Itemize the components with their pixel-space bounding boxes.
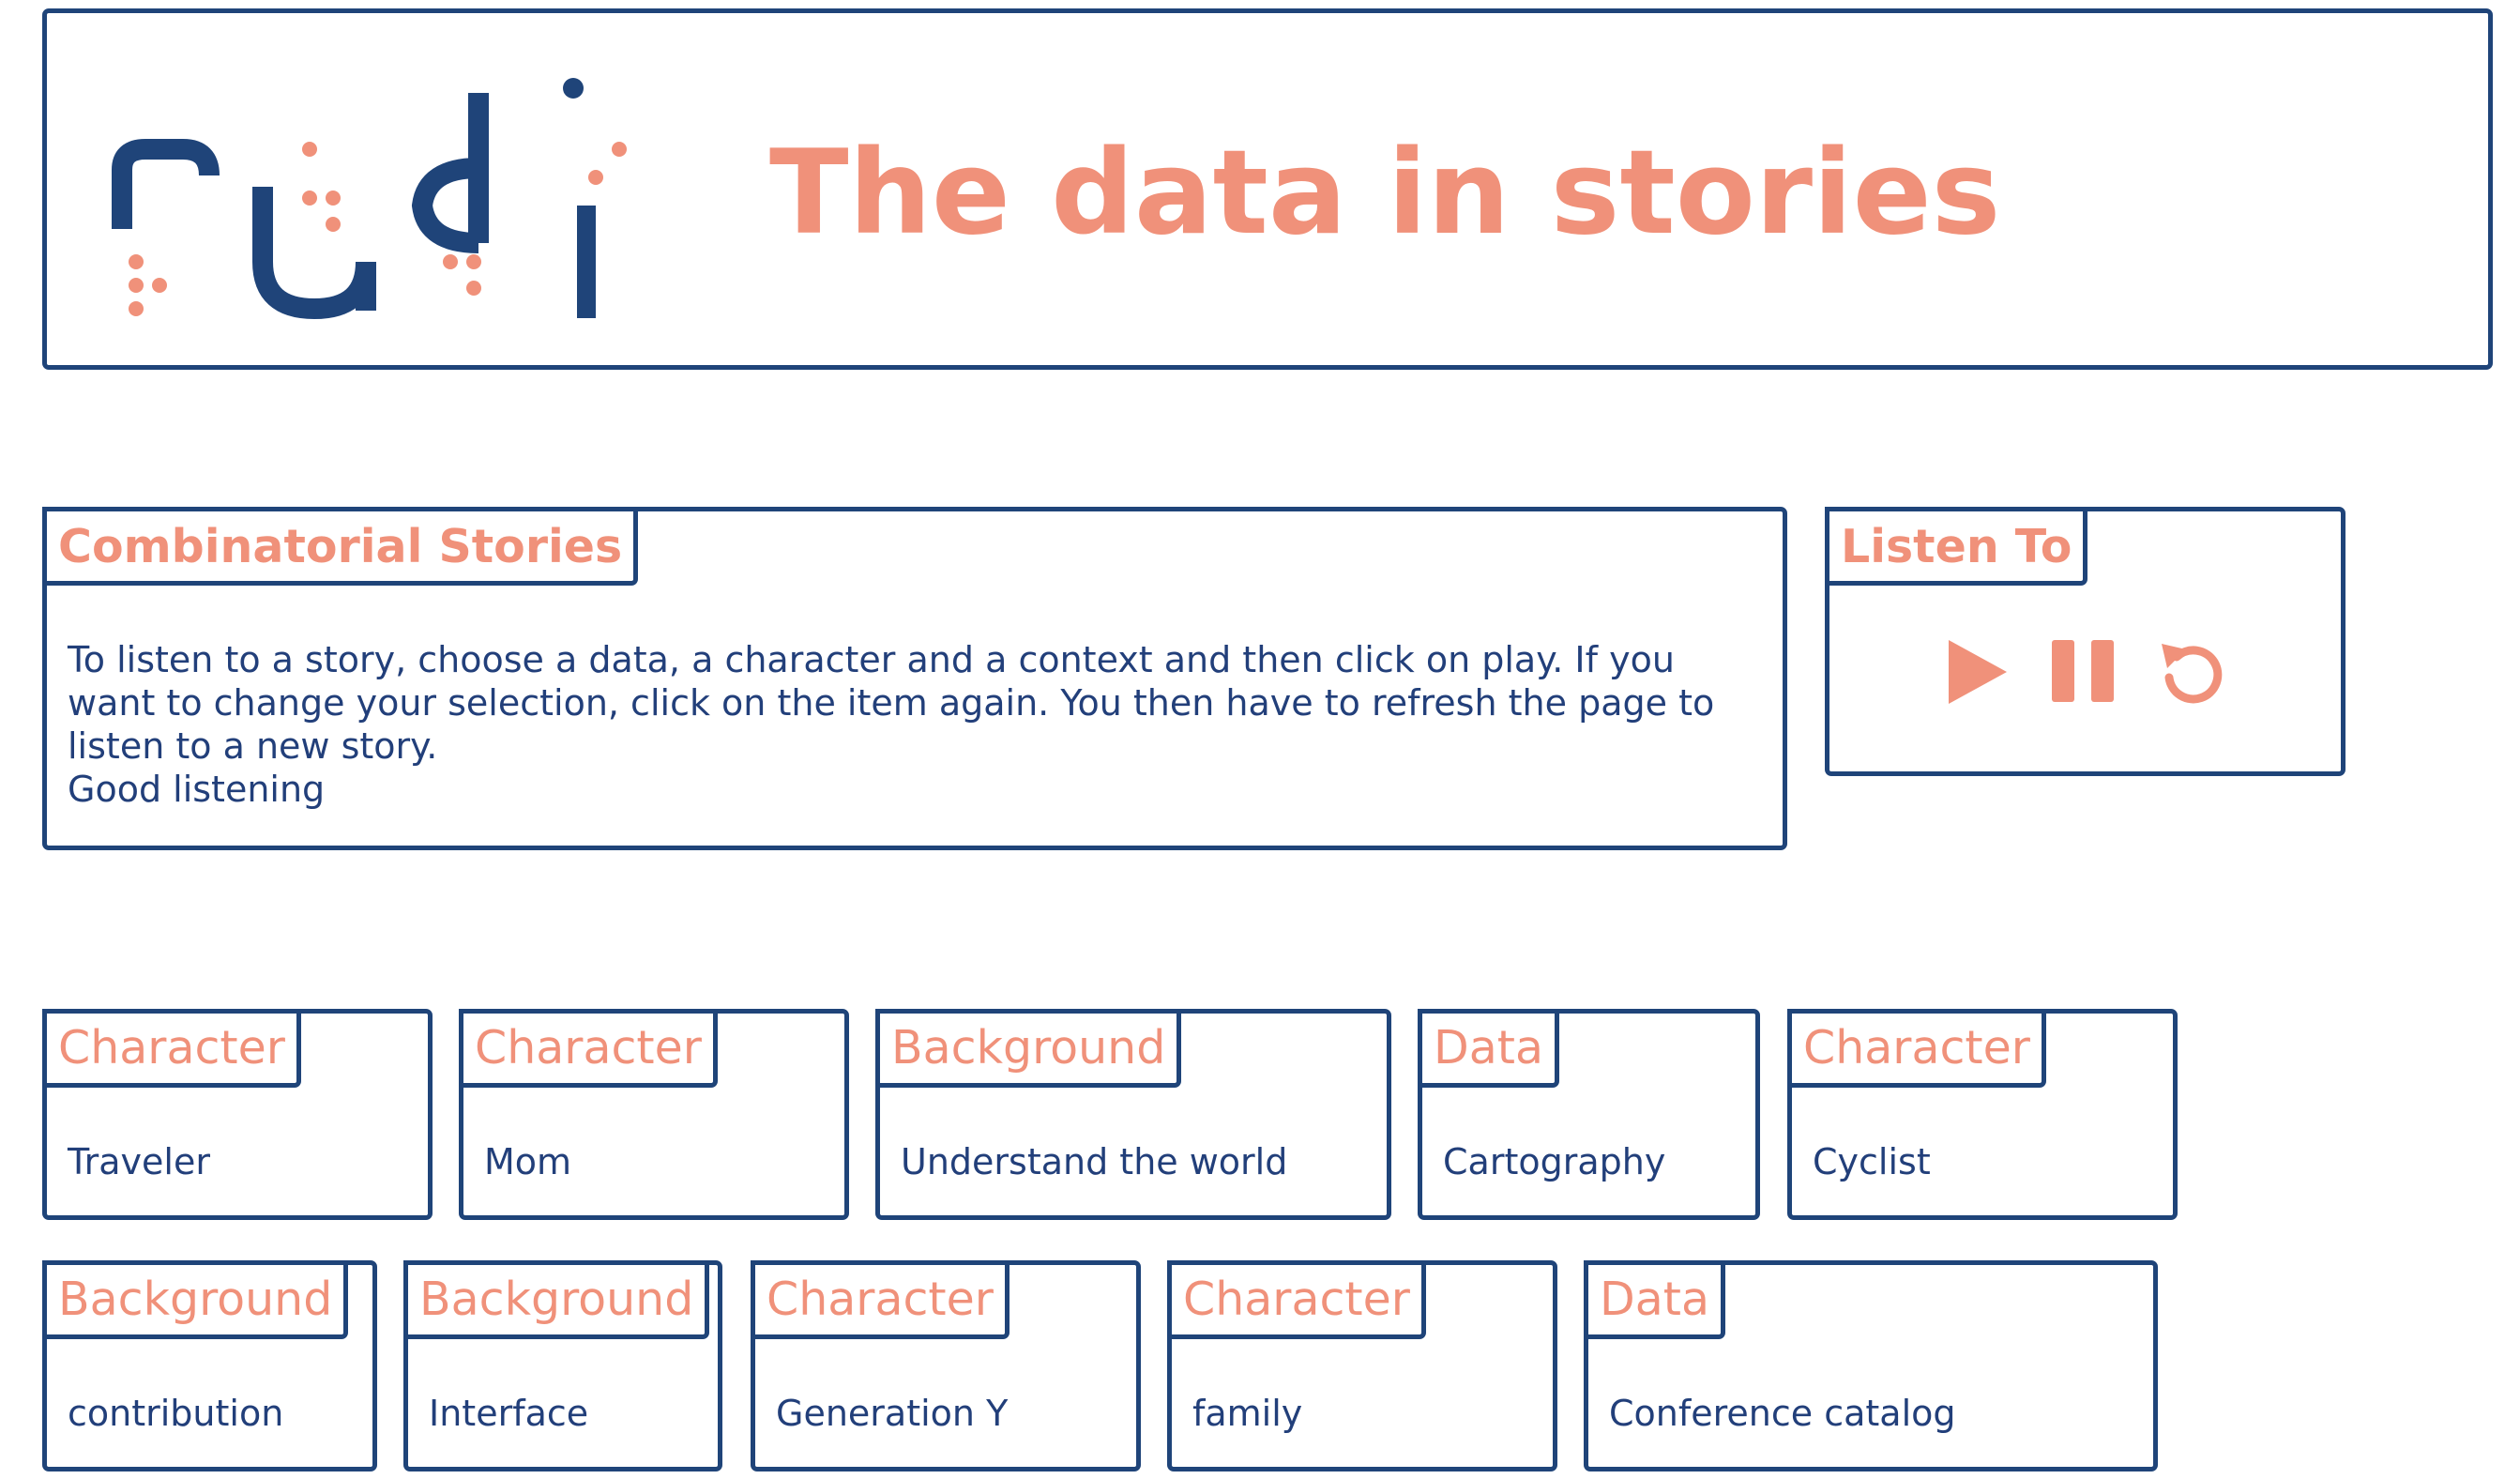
story-card-interface[interactable]: Background Interface — [403, 1260, 722, 1471]
card-category: Character — [1167, 1260, 1426, 1339]
story-card-generation-y[interactable]: Character Generation Y — [751, 1260, 1141, 1471]
player-panel: Listen To — [1825, 507, 2345, 776]
instructions-panel: Combinatorial Stories To listen to a sto… — [42, 507, 1787, 850]
story-card-cartography[interactable]: Data Cartography — [1418, 1009, 1760, 1220]
pause-button[interactable] — [2052, 640, 2116, 706]
header-banner: The data in stories — [42, 8, 2493, 370]
card-category: Character — [42, 1009, 301, 1088]
instructions-tab: Combinatorial Stories — [42, 507, 639, 586]
story-card-contribution[interactable]: Background contribution — [42, 1260, 377, 1471]
card-value: Interface — [429, 1393, 589, 1434]
page-title: The data in stories — [769, 126, 2001, 261]
story-card-mom[interactable]: Character Mom — [459, 1009, 849, 1220]
reload-button[interactable] — [2158, 638, 2225, 709]
card-value: Understand the world — [901, 1141, 1288, 1182]
card-value: Conference catalog — [1609, 1393, 1956, 1434]
card-category: Character — [459, 1009, 718, 1088]
card-category: Data — [1418, 1009, 1559, 1088]
card-value: Traveler — [68, 1141, 210, 1182]
story-card-conference-catalog[interactable]: Data Conference catalog — [1584, 1260, 2158, 1471]
card-value: family — [1192, 1393, 1303, 1434]
story-card-family[interactable]: Character family — [1167, 1260, 1557, 1471]
card-value: Mom — [484, 1141, 572, 1182]
card-value: Cartography — [1443, 1141, 1666, 1182]
instructions-text: To listen to a story, choose a data, a c… — [68, 638, 1766, 811]
play-button[interactable] — [1947, 638, 2009, 709]
card-value: Cyclist — [1813, 1141, 1931, 1182]
card-category: Character — [1787, 1009, 2046, 1088]
rudi-logo — [112, 78, 627, 320]
instructions-sign-off: Good listening — [68, 769, 326, 810]
story-card-traveler[interactable]: Character Traveler — [42, 1009, 433, 1220]
story-card-cyclist[interactable]: Character Cyclist — [1787, 1009, 2178, 1220]
card-category: Background — [875, 1009, 1182, 1088]
player-tab: Listen To — [1825, 507, 2088, 586]
card-category: Background — [403, 1260, 710, 1339]
card-category: Data — [1584, 1260, 1725, 1339]
instructions-body: To listen to a story, choose a data, a c… — [68, 639, 1715, 767]
reload-icon — [2162, 644, 2223, 704]
card-value: Generation Y — [776, 1393, 1009, 1434]
play-icon — [1949, 640, 2007, 704]
story-card-understand-the-world[interactable]: Background Understand the world — [875, 1009, 1391, 1220]
card-value: contribution — [68, 1393, 284, 1434]
card-category: Background — [42, 1260, 349, 1339]
pause-icon — [2052, 640, 2114, 702]
card-category: Character — [751, 1260, 1010, 1339]
